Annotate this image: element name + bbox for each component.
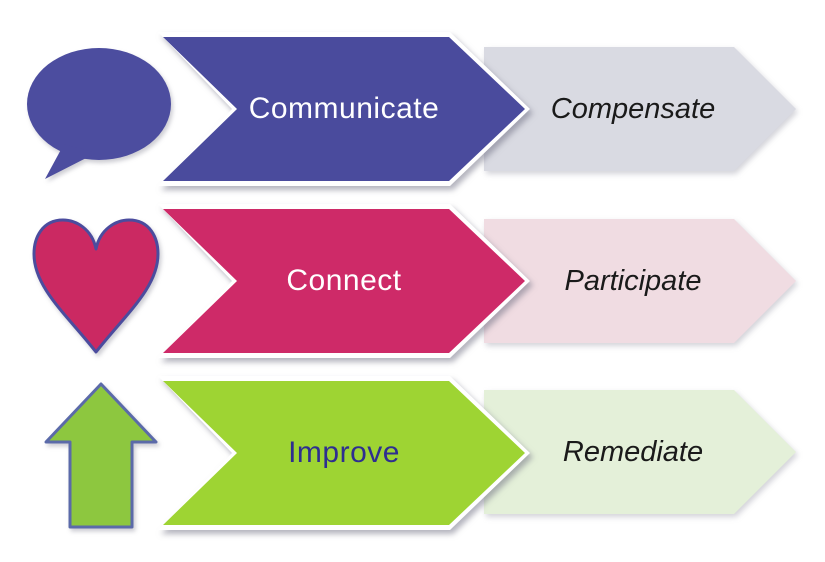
remediate-arrow: Remediate [484, 390, 796, 514]
speech-bubble-icon [22, 46, 176, 182]
improve-arrow-body: Improve [163, 381, 525, 525]
connect-arrow-label: Connect [286, 264, 402, 297]
communicate-arrow-label: Communicate [248, 92, 440, 125]
compensate-arrow: Compensate [484, 47, 796, 171]
participate-arrow-label: Participate [564, 264, 702, 297]
participate-arrow-body: Participate [484, 219, 796, 343]
communicate-arrow: Communicate [158, 32, 530, 186]
connect-arrow: Connect [158, 204, 530, 358]
participate-arrow: Participate [484, 219, 796, 343]
remediate-arrow-body: Remediate [484, 390, 796, 514]
up-arrow-icon [40, 380, 162, 530]
improve-arrow: Improve [158, 376, 530, 530]
compensate-arrow-body: Compensate [484, 47, 796, 171]
heart-icon [30, 216, 162, 358]
connect-arrow-body: Connect [163, 209, 525, 353]
improve-arrow-label: Improve [288, 436, 400, 469]
communicate-arrow-body: Communicate [163, 37, 525, 181]
remediate-arrow-label: Remediate [562, 435, 704, 468]
compensate-arrow-label: Compensate [550, 92, 716, 125]
